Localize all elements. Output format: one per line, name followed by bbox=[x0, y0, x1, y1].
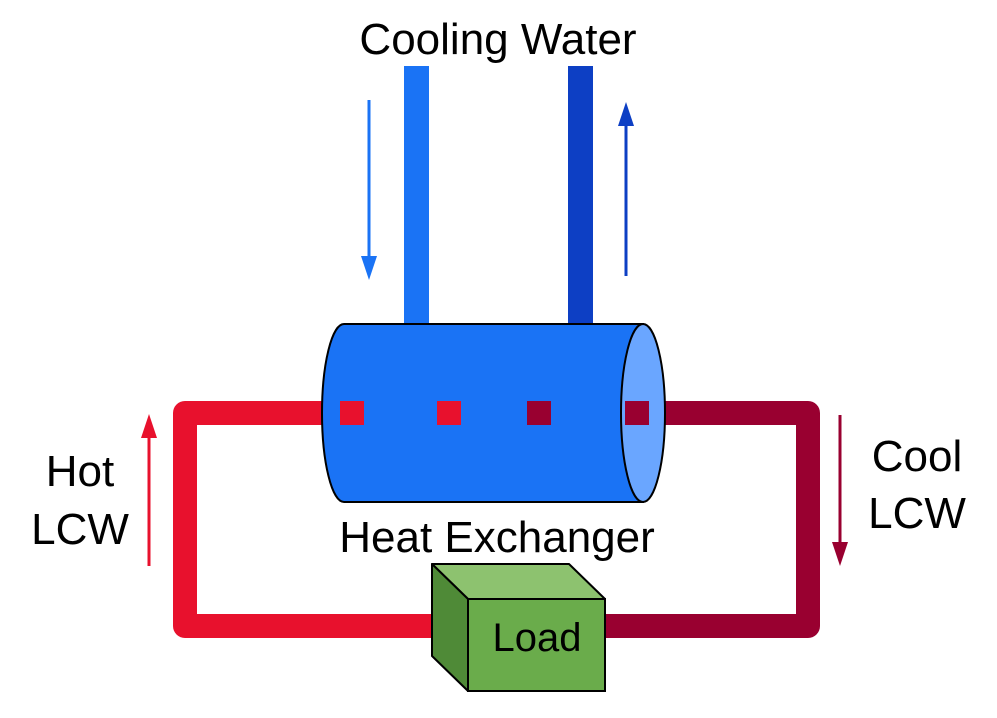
cooling-return-arrow bbox=[618, 102, 634, 276]
cooling-supply-arrow bbox=[361, 100, 377, 280]
cooling-water-return-pipe bbox=[568, 66, 593, 328]
cool-lcw-arrow bbox=[832, 415, 848, 566]
hot-lcw-label-line2: LCW bbox=[31, 505, 129, 554]
cool-lcw-label-line2: LCW bbox=[868, 489, 966, 538]
tube-marker bbox=[625, 401, 649, 425]
cooling-water-supply-pipe bbox=[404, 66, 429, 328]
cool-lcw-label-line1: Cool bbox=[872, 432, 963, 481]
hot-lcw-label-line1: Hot bbox=[46, 447, 114, 496]
cool-lcw-pipe bbox=[605, 401, 820, 638]
load-label: Load bbox=[493, 616, 582, 660]
tube-marker bbox=[527, 401, 551, 425]
heat-exchanger-body bbox=[321, 323, 644, 503]
tube-marker bbox=[437, 401, 461, 425]
heat-exchanger-label: Heat Exchanger bbox=[339, 513, 655, 562]
hot-lcw-arrow bbox=[141, 414, 157, 566]
cooling-water-label: Cooling Water bbox=[359, 15, 636, 64]
load-block bbox=[431, 563, 606, 692]
tube-marker bbox=[340, 401, 364, 425]
heat-exchanger bbox=[321, 323, 666, 503]
load-front-face bbox=[467, 598, 606, 692]
hot-lcw-pipe bbox=[173, 401, 445, 638]
